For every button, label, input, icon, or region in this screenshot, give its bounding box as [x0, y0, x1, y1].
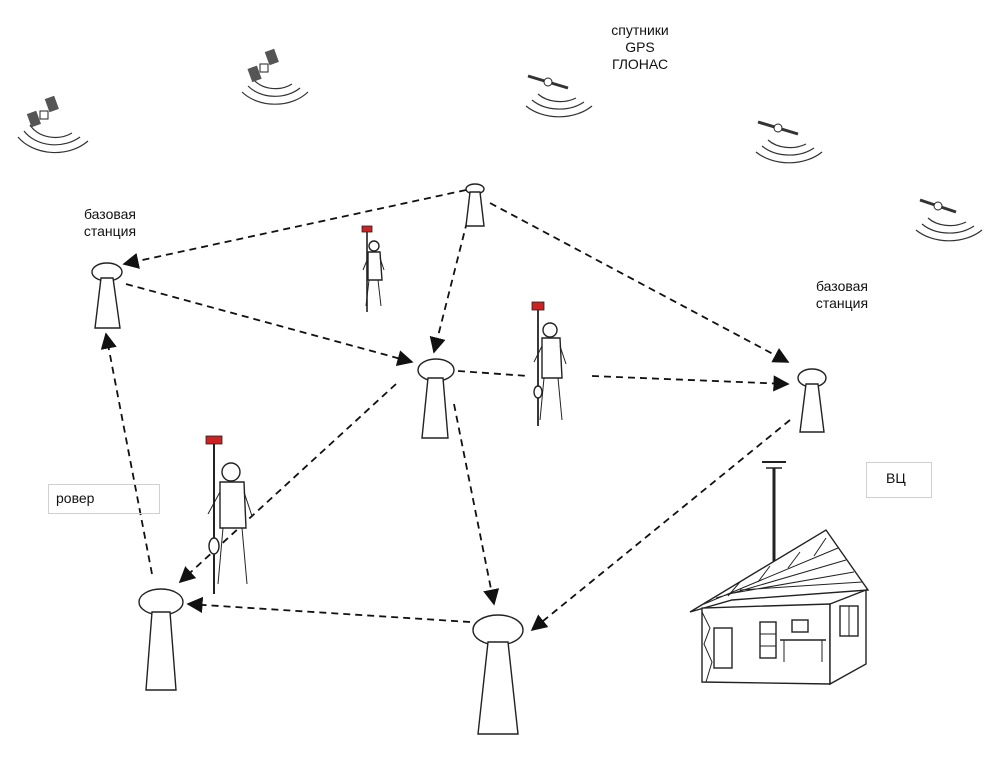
- rover-surveyor-icon: [205, 435, 253, 594]
- base-station-label-left: базовая станция: [64, 204, 156, 242]
- survey-monument-icon: [91, 262, 123, 329]
- survey-monument-icon: [472, 614, 524, 735]
- data-link-arrows: [100, 189, 791, 632]
- base-station-label-left-line-2: станция: [83, 223, 137, 239]
- arrow-right-base-to-bottom-center: [530, 419, 791, 632]
- arrow-top-to-left-base: [122, 189, 467, 269]
- arrow-bottom-center-to-bottom-left: [186, 596, 471, 623]
- rover-label: ровер: [56, 490, 95, 507]
- computing-center-label-leader: [866, 462, 932, 498]
- computing-center-label: ВЦ: [886, 470, 906, 487]
- satellite-icon: [17, 95, 89, 154]
- survey-monument-icon: [797, 368, 827, 433]
- base-station-label-right-line-1: базовая: [815, 278, 869, 294]
- arrow-top-to-center: [429, 209, 471, 354]
- satellite-icon: [525, 74, 593, 118]
- survey-monument-icon: [465, 183, 485, 227]
- satellite-icon: [755, 120, 823, 164]
- rover-surveyor-icon: [531, 301, 567, 426]
- base-station-label-left-line-1: базовая: [83, 206, 137, 222]
- satellites-label-line-2: GPS: [625, 39, 655, 55]
- survey-monument-icon: [138, 588, 184, 691]
- rover-label-leader: [48, 484, 160, 514]
- satellites-label-line-3: ГЛОНАС: [611, 56, 669, 72]
- arrow-center-to-bottom-center: [453, 403, 500, 606]
- satellite-icon: [915, 198, 983, 242]
- satellites-label: спутники GPS ГЛОНАС: [598, 20, 682, 75]
- arrow-rover-to-right-base: [591, 375, 790, 392]
- base-station-label-right-line-2: станция: [815, 295, 869, 311]
- arrow-left-base-to-center: [125, 283, 414, 366]
- rover-surveyor-icon: [361, 225, 385, 312]
- base-station-label-right: базовая станция: [796, 276, 888, 314]
- satellite-icon: [241, 48, 309, 105]
- survey-monument-icon: [417, 358, 455, 439]
- satellites-label-line-1: спутники: [611, 22, 669, 38]
- antenna-mast-icon: [762, 461, 786, 570]
- computing-center-building-icon: [689, 529, 870, 686]
- arrow-top-to-right-base: [489, 202, 790, 363]
- dash-center-to-rover: [457, 370, 529, 377]
- arrow-bottom-left-to-left-base: [100, 332, 153, 575]
